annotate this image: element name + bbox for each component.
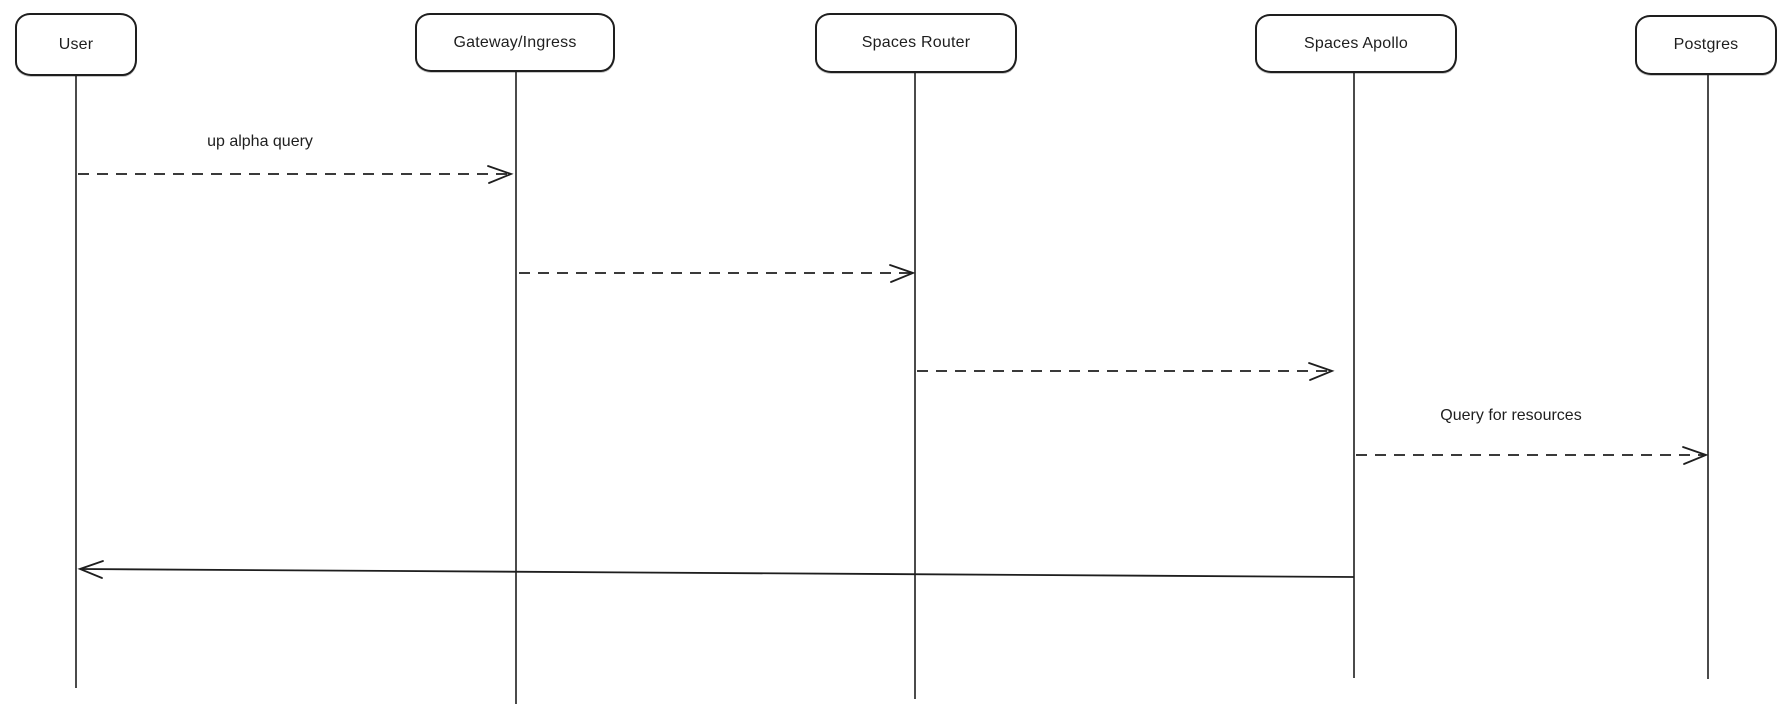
actor-user[interactable]: User <box>15 13 137 76</box>
arrowhead-user-to-gateway <box>487 165 514 184</box>
arrowhead-spaces-apollo-to-user <box>77 560 104 579</box>
message-arrow-spaces-apollo-to-user[interactable] <box>79 568 1355 578</box>
actor-gateway-ingress-label: Gateway/Ingress <box>453 33 577 51</box>
actor-spaces-apollo[interactable]: Spaces Apollo <box>1255 14 1457 73</box>
message-label-up-alpha-query[interactable]: up alpha query <box>207 133 313 150</box>
message-label-query-for-resources[interactable]: Query for resources <box>1440 407 1582 424</box>
actor-user-label: User <box>58 35 94 53</box>
actor-spaces-apollo-label: Spaces Apollo <box>1303 34 1408 52</box>
actor-postgres[interactable]: Postgres <box>1635 15 1777 75</box>
arrowhead-gateway-to-spaces-router <box>889 264 916 283</box>
actor-postgres-label: Postgres <box>1673 36 1739 53</box>
actor-spaces-router-label: Spaces Router <box>861 34 971 51</box>
actor-gateway-ingress[interactable]: Gateway/Ingress <box>415 13 615 72</box>
arrowhead-spaces-router-to-spaces-apollo <box>1308 362 1335 381</box>
arrowhead-spaces-apollo-to-postgres <box>1682 446 1709 465</box>
actor-spaces-router[interactable]: Spaces Router <box>815 13 1017 73</box>
